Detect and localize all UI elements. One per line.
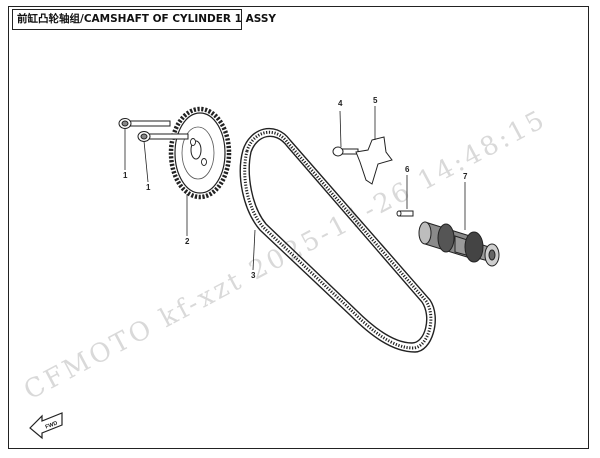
callout-2: 2 bbox=[185, 237, 190, 246]
drawing-frame bbox=[8, 6, 589, 449]
callout-7: 7 bbox=[463, 172, 468, 181]
fwd-arrow-icon: FWD bbox=[29, 412, 63, 440]
callout-1b: 1 bbox=[146, 183, 151, 192]
diagram-title: 前缸凸轮轴组/CAMSHAFT OF CYLINDER 1 ASSY bbox=[12, 9, 276, 30]
leader-lines bbox=[124, 106, 466, 271]
timing-chain bbox=[239, 127, 436, 353]
callout-4: 4 bbox=[338, 99, 343, 108]
callout-1a: 1 bbox=[123, 171, 128, 180]
decomp-bolt bbox=[332, 146, 359, 157]
cam-sprocket bbox=[168, 106, 232, 200]
callout-6: 6 bbox=[405, 165, 410, 174]
dowel-pin bbox=[396, 210, 414, 217]
sprocket-bolt-upper bbox=[118, 118, 171, 129]
camshaft bbox=[418, 221, 500, 267]
callout-5: 5 bbox=[373, 96, 378, 105]
callout-3: 3 bbox=[251, 271, 256, 280]
fwd-label: FWD bbox=[45, 421, 59, 431]
decomp-plate bbox=[355, 136, 393, 185]
